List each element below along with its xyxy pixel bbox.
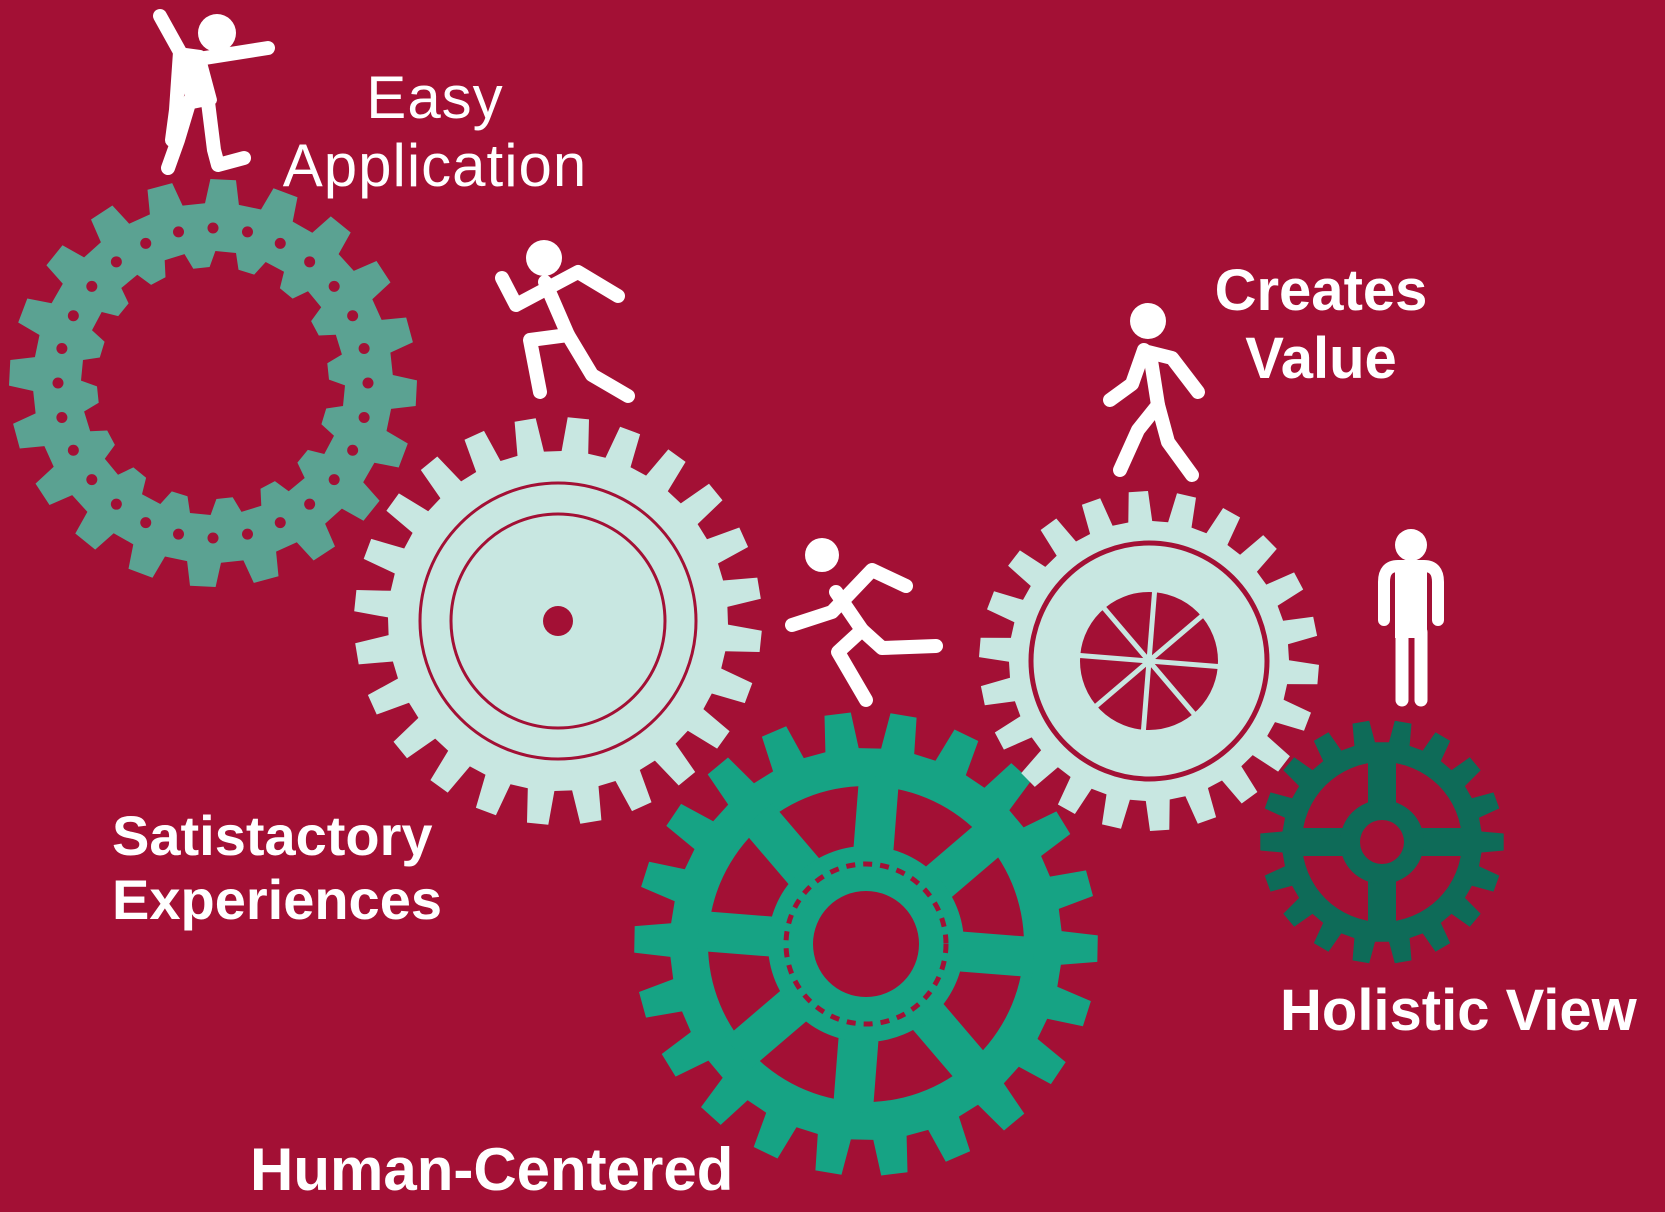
running-person-icon <box>495 240 635 403</box>
human-centered-gear-icon <box>634 712 1098 1176</box>
easy-application-gear-icon <box>9 179 417 587</box>
holistic-view-label: Holistic View <box>1280 978 1637 1043</box>
running-person-icon <box>785 538 943 707</box>
human-centered-label: Human-Centered <box>250 1136 734 1203</box>
satisfactory-experiences-label: Satistactory Experiences <box>112 804 442 931</box>
walking-person-icon <box>1103 303 1205 482</box>
easy-application-label: Easy Application <box>282 64 588 199</box>
creates-value-gear-icon <box>979 491 1319 831</box>
standing-person-icon <box>1378 529 1444 707</box>
cheering-person-icon <box>153 9 275 175</box>
creates-value-label: Creates Value <box>1214 258 1428 391</box>
holistic-view-gear-icon <box>1260 720 1504 964</box>
satisfactory-experiences-gear-icon <box>354 417 762 825</box>
